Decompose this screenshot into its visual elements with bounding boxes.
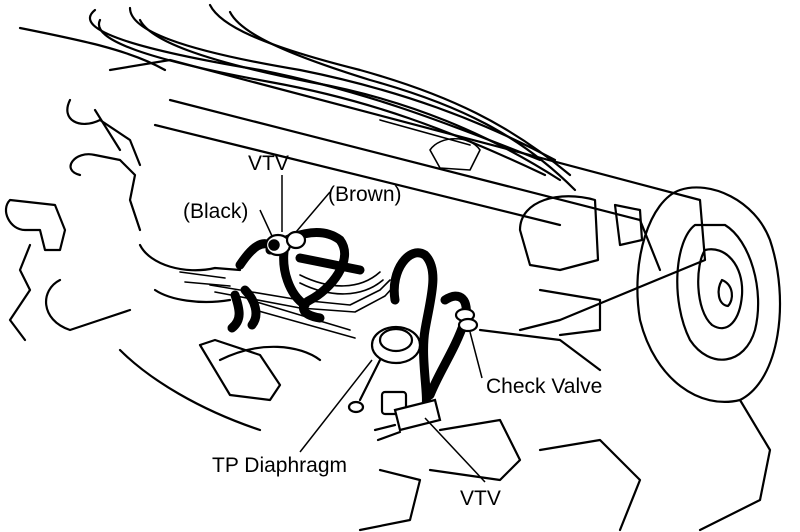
label-brown: (Brown) bbox=[328, 183, 402, 206]
label-tp-diaphragm: TP Diaphragm bbox=[212, 454, 347, 477]
leader-lines bbox=[259, 175, 486, 483]
intake-components-left bbox=[4, 98, 322, 432]
valve-cover bbox=[108, 58, 707, 337]
label-black: (Black) bbox=[183, 200, 248, 223]
label-check-valve: Check Valve bbox=[486, 375, 602, 398]
label-vtv-bottom: VTV bbox=[460, 487, 501, 510]
timing-pulley bbox=[636, 186, 782, 532]
label-vtv-top: VTV bbox=[248, 152, 289, 175]
check-valve bbox=[454, 307, 479, 333]
spark-plug-wires bbox=[18, 3, 577, 192]
vacuum-hoses bbox=[209, 228, 471, 415]
engine-block-lower bbox=[358, 328, 642, 532]
tp-diaphragm bbox=[347, 325, 422, 414]
